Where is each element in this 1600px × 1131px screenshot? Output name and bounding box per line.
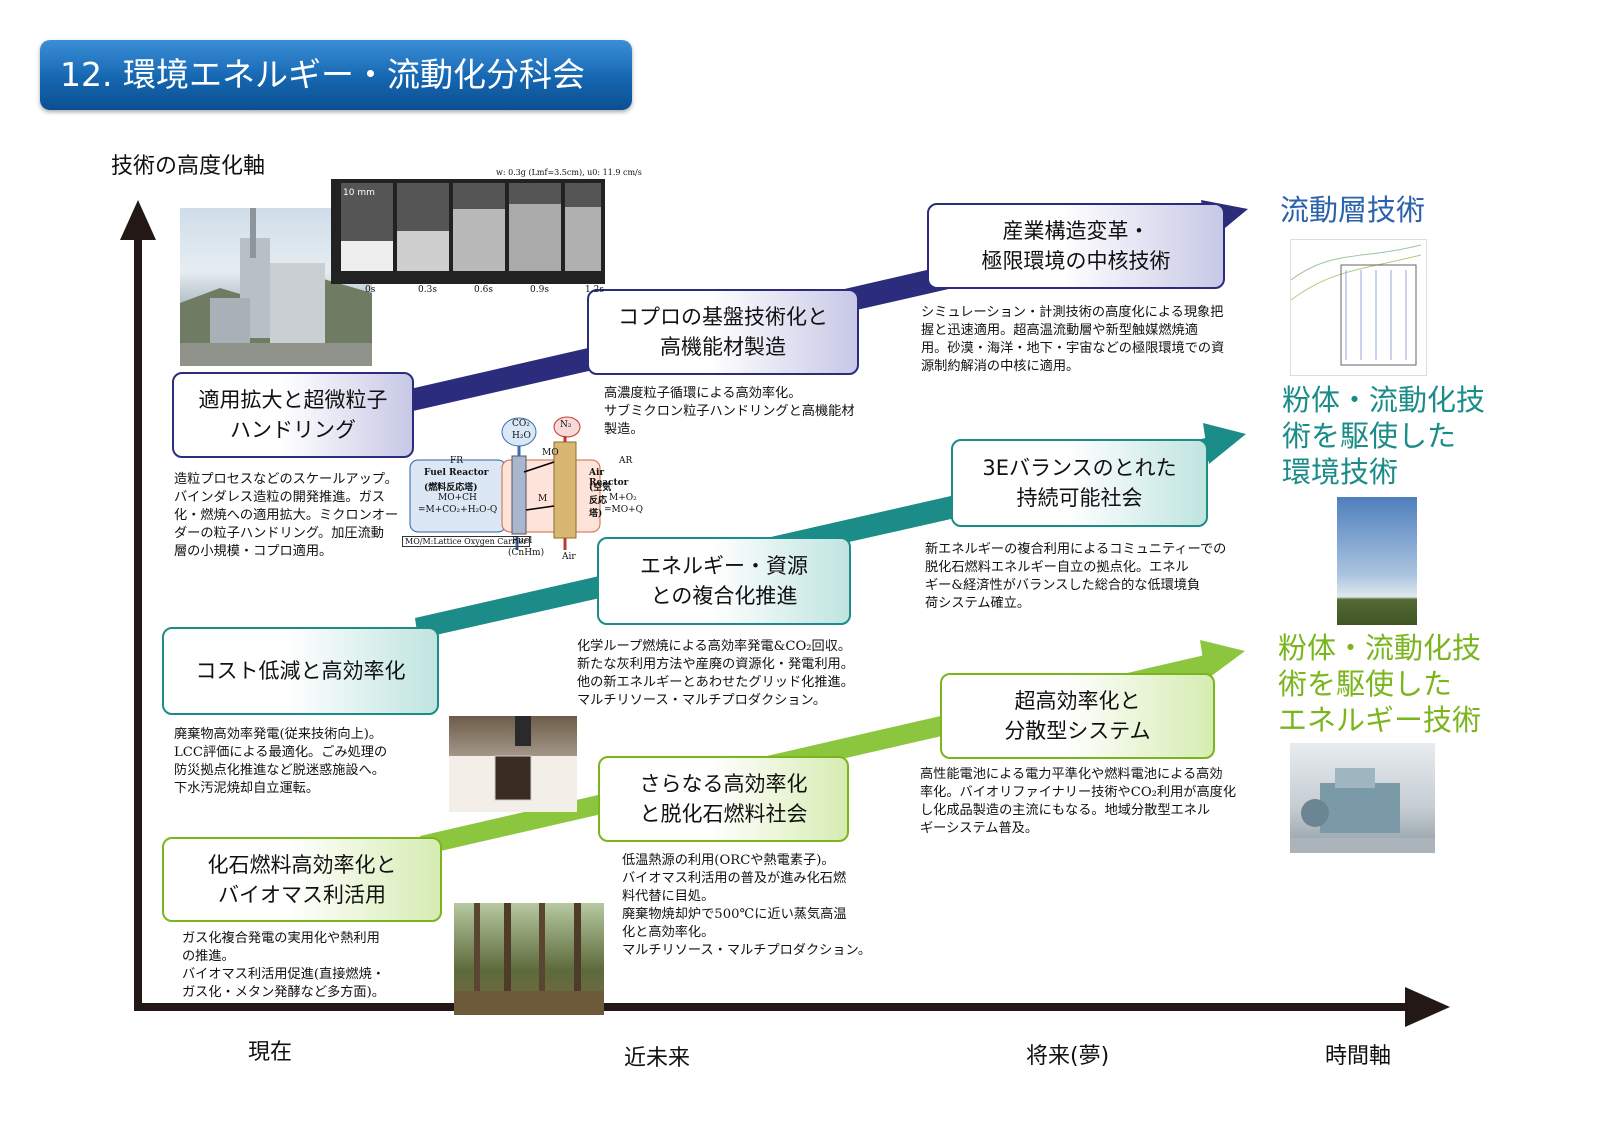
teal-stage-3-desc: 新エネルギーの複合利用によるコミュニティーでの 脱化石燃料エネルギー自立の拠点化… bbox=[925, 542, 1227, 611]
fuel-label: Fuel bbox=[512, 536, 533, 546]
x-axis-arrowhead bbox=[1405, 987, 1450, 1027]
h2o-label: H₂O bbox=[512, 431, 531, 441]
ar-title: Air Reactor bbox=[589, 468, 629, 488]
stage-label-line: 極限環境の中核技術 bbox=[981, 249, 1171, 273]
fluidization-caption: w: 0.3g (Lmf=3.5cm), u0: 11.9 cm/s bbox=[496, 168, 642, 177]
mo-label: MO bbox=[542, 448, 559, 458]
stage-label-line: 適用拡大と超微粒子 bbox=[198, 388, 388, 412]
navy-stage-3-desc: シミュレーション・計測技術の高度化による現象把 握と迅速適用。超高温流動層や新型… bbox=[921, 305, 1225, 374]
green-stage-2-box: さらなる高効率化 と脱化石燃料社会 bbox=[598, 756, 849, 842]
green-stage-1-desc: ガス化複合発電の実用化や熱利用 の推進。 バイオマス利活用促進(直接燃焼・ ガス… bbox=[182, 931, 385, 1000]
m-label: M bbox=[538, 494, 548, 504]
goal-energy-tech: 粉体・流動化技 術を駆使した エネルギー技術 bbox=[1278, 631, 1482, 737]
stage-label-line: さらなる高効率化 bbox=[639, 772, 808, 796]
stage-label-line: ハンドリング bbox=[230, 418, 356, 442]
simulation-image bbox=[1290, 239, 1427, 376]
frame-time-3: 0.9s bbox=[530, 285, 549, 295]
y-axis-arrowhead bbox=[120, 200, 156, 240]
x-axis-label: 時間軸 bbox=[1325, 1044, 1392, 1069]
green-stage-3-box: 超高効率化と 分散型システム bbox=[940, 673, 1215, 759]
teal-stage-1-desc: 廃棄物高効率発電(従来技術向上)。 LCC評価による最適化。ごみ処理の 防災拠点… bbox=[174, 727, 388, 796]
navy-stage-2-box: コプロの基盤技術化と 高機能材製造 bbox=[587, 289, 859, 375]
power-plant-photo bbox=[180, 208, 372, 366]
ar-eq2: =MO+Q bbox=[604, 505, 644, 515]
stage-label-line: 持続可能社会 bbox=[1016, 486, 1143, 510]
goal-fluidized-bed: 流動層技術 bbox=[1280, 193, 1426, 227]
page-title: 12. 環境エネルギー・流動化分科会 bbox=[40, 40, 632, 110]
frame-time-4: 1.2s bbox=[585, 285, 604, 295]
green-stage-3-desc: 高性能電池による電力平準化や燃料電池による高効 率化。バイオリファイナリー技術や… bbox=[920, 767, 1237, 836]
green-stage-1-box: 化石燃料高効率化と バイオマス利活用 bbox=[162, 837, 442, 922]
timeline-near-future: 近未来 bbox=[624, 1046, 691, 1071]
timeline-future: 将来(夢) bbox=[1026, 1044, 1110, 1069]
stage-label-line: と脱化石燃料社会 bbox=[639, 802, 808, 826]
navy-stage-2-desc: 高濃度粒子循環による高効率化。 サブミクロン粒子ハンドリングと高機能材 製造。 bbox=[604, 386, 855, 437]
n2-label: N₂ bbox=[560, 420, 572, 430]
stage-label-line: 3Eバランスのとれた bbox=[982, 456, 1177, 480]
fluidization-frames bbox=[331, 179, 605, 284]
stage-label-line: 産業構造変革・ bbox=[1002, 219, 1150, 243]
ar-eq1: M+O₂ bbox=[609, 493, 637, 503]
navy-stage-1-desc: 造粒プロセスなどのスケールアップ。 バインダレス造粒の開発推進。ガス 化・燃焼へ… bbox=[174, 472, 399, 559]
fr-eq1: MO+CH bbox=[438, 493, 477, 503]
y-axis-label: 技術の高度化軸 bbox=[111, 154, 266, 179]
stage-label-line: コスト低減と高効率化 bbox=[195, 659, 406, 683]
fr-eq2: =M+CO₂+H₂O-Q bbox=[418, 505, 498, 515]
chemical-looping-diagram: CO₂ H₂O N₂ MO M FR Fuel Reactor (燃料反応塔) … bbox=[402, 416, 643, 566]
stage-label-line: エネルギー・資源 bbox=[640, 554, 808, 578]
navy-stage-1-box: 適用拡大と超微粒子 ハンドリング bbox=[172, 372, 414, 458]
green-stage-2-desc: 低温熱源の利用(ORCや熱電素子)。 バイオマス利活用の普及が進み化石燃 料代替… bbox=[622, 853, 872, 958]
timeline-present: 現在 bbox=[248, 1040, 293, 1065]
stage-label-line: 高機能材製造 bbox=[660, 335, 786, 359]
frame-time-1: 0.3s bbox=[418, 285, 437, 295]
teal-stage-2-box: エネルギー・資源 との複合化推進 bbox=[597, 537, 851, 625]
carrier-note: MO/M:Lattice Oxygen Carrier bbox=[402, 536, 530, 547]
machinery-photo bbox=[1290, 743, 1435, 853]
ar-abbr: AR bbox=[619, 456, 633, 466]
ar-jp: (空気反応塔) bbox=[589, 483, 612, 519]
x-axis-line bbox=[134, 1003, 1419, 1011]
stage-label-line: バイオマス利活用 bbox=[218, 882, 386, 907]
goal-environmental-tech: 粉体・流動化技 術を駆使した 環境技術 bbox=[1282, 383, 1486, 489]
teal-stage-1-box: コスト低減と高効率化 bbox=[162, 627, 439, 715]
green-track-arrowhead bbox=[1200, 640, 1245, 680]
fr-abbr: FR bbox=[450, 456, 464, 466]
stage-label-line: 化石燃料高効率化と bbox=[207, 852, 397, 877]
co2-label: CO₂ bbox=[512, 419, 530, 429]
beaker-photo bbox=[449, 716, 577, 812]
teal-track-arrowhead bbox=[1203, 423, 1246, 464]
air-label: Air bbox=[562, 552, 576, 562]
fuel-formula: (CnHm) bbox=[508, 548, 545, 558]
fr-jp: (燃料反応塔) bbox=[424, 483, 478, 493]
stage-label-line: との複合化推進 bbox=[650, 584, 798, 608]
stage-label-line: 分散型システム bbox=[1004, 719, 1151, 743]
y-axis-line bbox=[134, 225, 142, 1011]
forest-photo bbox=[454, 903, 604, 1015]
frame-time-2: 0.6s bbox=[474, 285, 493, 295]
fr-title: Fuel Reactor bbox=[424, 468, 489, 478]
teal-stage-2-desc: 化学ループ燃焼による高効率発電&CO₂回収。 新たな灰利用方法や産廃の資源化・発… bbox=[577, 639, 854, 708]
stage-label-line: コプロの基盤技術化と bbox=[618, 305, 828, 329]
navy-stage-3-box: 産業構造変革・ 極限環境の中核技術 bbox=[927, 203, 1225, 289]
teal-stage-3-box: 3Eバランスのとれた 持続可能社会 bbox=[951, 439, 1208, 527]
sky-grassland-photo bbox=[1337, 497, 1417, 625]
scale-bar-label: 10 mm bbox=[343, 188, 375, 198]
frame-time-0: 0s bbox=[365, 285, 376, 295]
stage-label-line: 超高効率化と bbox=[1014, 689, 1141, 713]
